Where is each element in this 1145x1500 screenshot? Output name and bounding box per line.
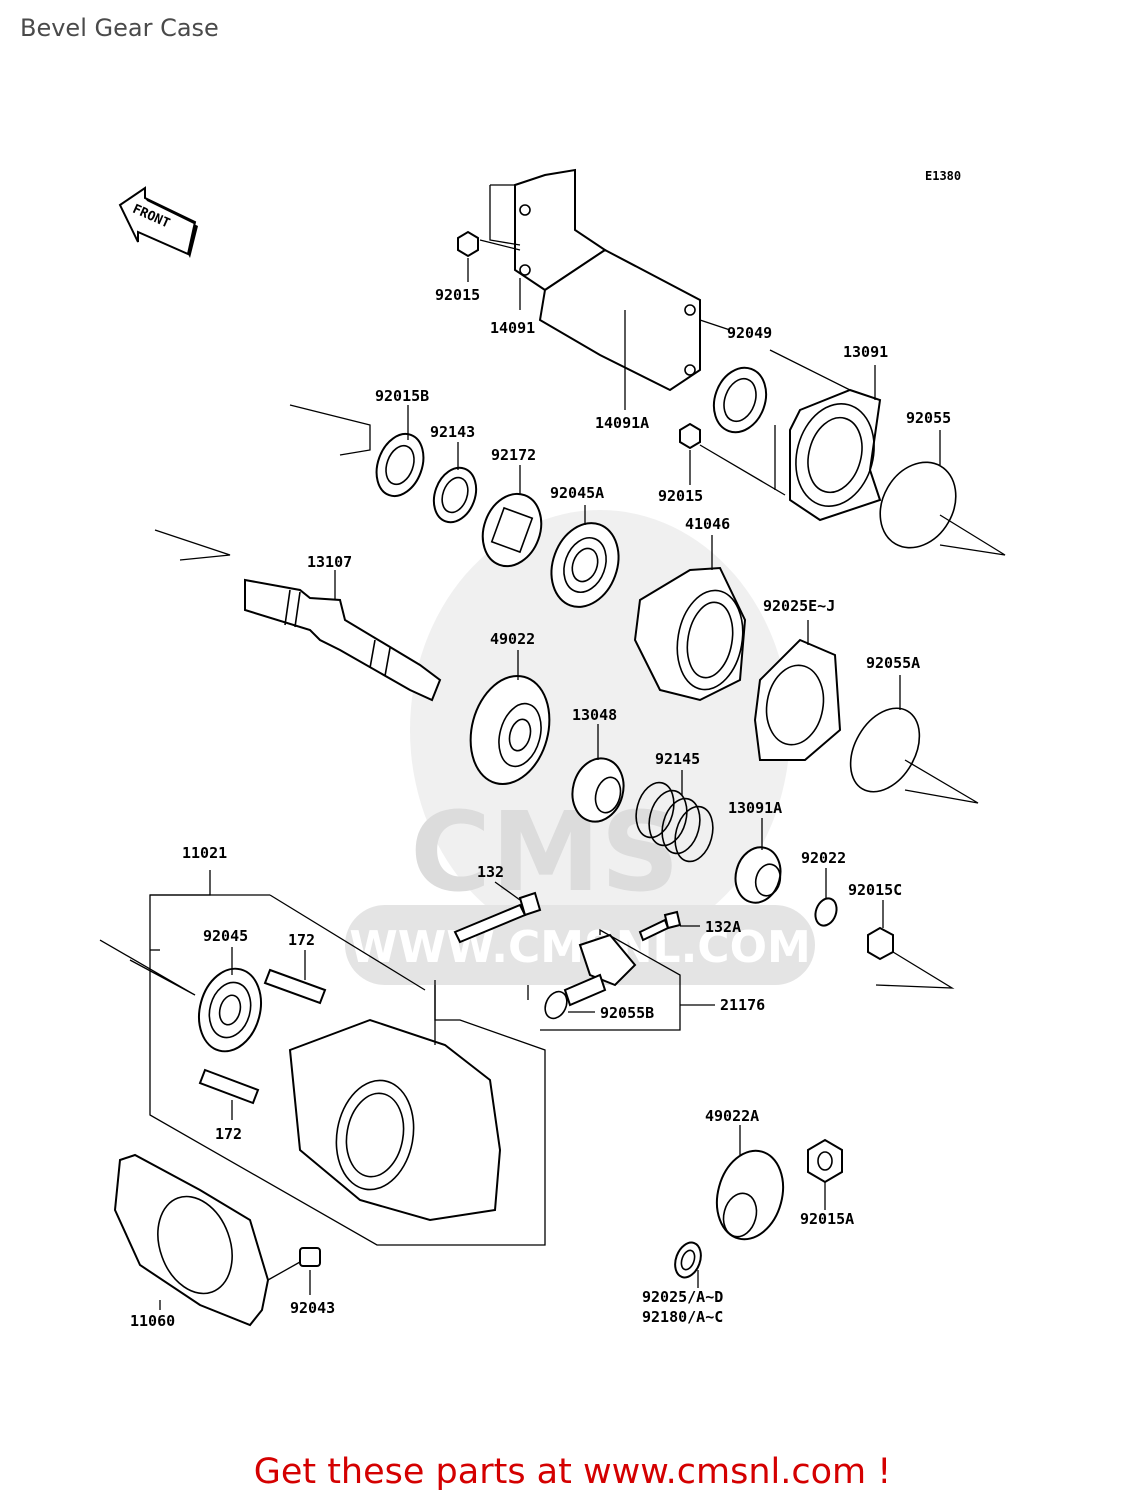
- label-21176: 21176: [720, 996, 765, 1014]
- nut-92015-mid: [679, 422, 701, 450]
- o-ring-92055: [879, 461, 957, 549]
- label-92025-A-D: 92025/A~D: [642, 1288, 723, 1306]
- front-arrow-icon: FRONT: [118, 186, 198, 258]
- gasket-92025E-J: [753, 638, 842, 761]
- label-11021: 11021: [182, 844, 227, 862]
- label-92015-top: 92015: [435, 286, 480, 304]
- stud-172-bottom: [198, 1068, 260, 1105]
- label-41046: 41046: [685, 515, 730, 533]
- label-49022: 49022: [490, 630, 535, 648]
- label-92049: 92049: [727, 324, 772, 342]
- page-title: Bevel Gear Case: [20, 14, 219, 42]
- nut-92015C: [867, 926, 894, 961]
- sensor-21176: [563, 933, 637, 1007]
- promo-banner[interactable]: Get these parts at www.cmsnl.com !: [253, 1452, 892, 1492]
- locknut-92015B: [375, 433, 425, 497]
- label-13048: 13048: [572, 706, 617, 724]
- stud-172-top: [263, 968, 327, 1005]
- bolt-132: [453, 891, 542, 944]
- label-92015C: 92015C: [848, 881, 902, 899]
- dowel-92043: [299, 1247, 321, 1267]
- label-92145: 92145: [655, 750, 700, 768]
- label-172-top: 172: [288, 931, 315, 949]
- label-92180-A-C: 92180/A~C: [642, 1308, 723, 1326]
- label-92055A: 92055A: [866, 654, 920, 672]
- label-14091: 14091: [490, 319, 535, 337]
- o-ring-92055A: [849, 707, 921, 793]
- bolt-132A: [638, 910, 682, 942]
- nut-92015A: [807, 1138, 843, 1184]
- bearing-92045: [198, 967, 262, 1053]
- label-92015B: 92015B: [375, 387, 429, 405]
- seal-92049: [712, 366, 768, 434]
- label-49022A: 49022A: [705, 1107, 759, 1125]
- watermark-brand: CMS: [410, 788, 679, 916]
- bracket-14091: [514, 168, 701, 392]
- coupling-13048: [571, 757, 625, 823]
- washer-92022: [814, 897, 838, 927]
- gear-case-11021: [288, 1018, 502, 1222]
- label-92025E-J: 92025E~J: [763, 597, 835, 615]
- housing-41046: [633, 566, 747, 702]
- label-92143: 92143: [430, 423, 475, 441]
- label-132: 132: [477, 863, 504, 881]
- collar-13091A: [734, 846, 782, 904]
- label-92022: 92022: [801, 849, 846, 867]
- gasket-11060: [113, 1153, 270, 1327]
- label-13091A: 13091A: [728, 799, 782, 817]
- nut-92015: [457, 230, 479, 258]
- label-92043: 92043: [290, 1299, 335, 1317]
- label-13091: 13091: [843, 343, 888, 361]
- shaft-13107: [244, 578, 442, 702]
- label-132A: 132A: [705, 918, 741, 936]
- label-14091A: 14091A: [595, 414, 649, 432]
- bevel-gear-49022A: [715, 1149, 785, 1241]
- label-13107: 13107: [307, 553, 352, 571]
- label-92015-mid: 92015: [658, 487, 703, 505]
- seal-92172: [481, 492, 543, 568]
- bearing-92045A: [550, 522, 620, 608]
- label-92045: 92045: [203, 927, 248, 945]
- bevel-gear-49022: [469, 674, 551, 786]
- label-92055B: 92055B: [600, 1004, 654, 1022]
- label-92172: 92172: [491, 446, 536, 464]
- label-92015A: 92015A: [800, 1210, 854, 1228]
- label-92055: 92055: [906, 409, 951, 427]
- housing-13091: [789, 388, 882, 522]
- label-11060: 11060: [130, 1312, 175, 1330]
- washer-92025-A-D: [674, 1241, 702, 1279]
- label-172-bottom: 172: [215, 1125, 242, 1143]
- label-92045A: 92045A: [550, 484, 604, 502]
- diagram-code: E1380: [925, 169, 961, 183]
- collar-92143: [432, 466, 478, 524]
- o-ring-92055B: [544, 990, 568, 1020]
- spring-92145: [635, 781, 714, 863]
